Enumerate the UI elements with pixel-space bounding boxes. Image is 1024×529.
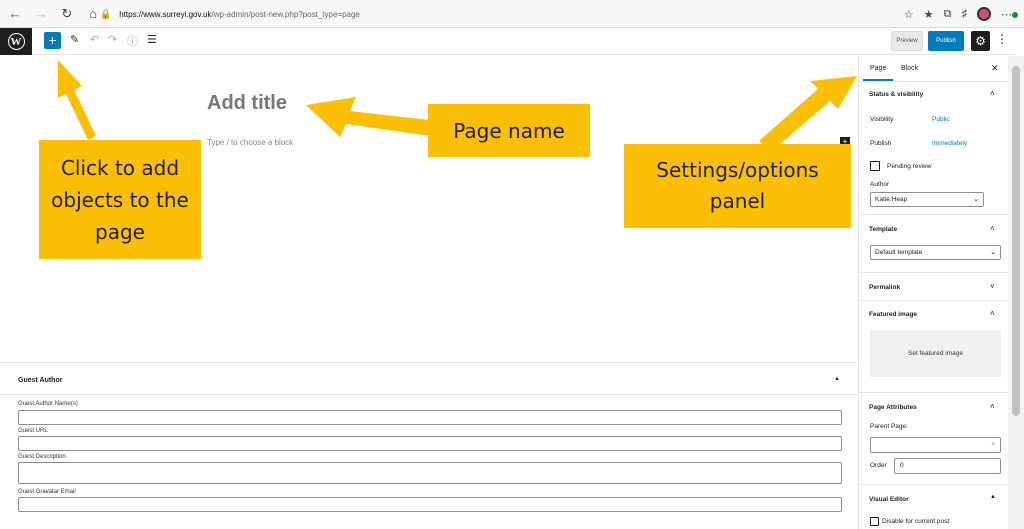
- reading-mode-icon[interactable]: ☆: [903, 8, 914, 21]
- reload-icon[interactable]: ↻: [61, 5, 73, 21]
- chevron-down-icon[interactable]: ˅: [990, 282, 995, 291]
- divider: [859, 214, 1009, 215]
- redo-icon[interactable]: ↷: [108, 34, 118, 46]
- more-menu-icon[interactable]: ⋯: [1001, 8, 1018, 21]
- metabox-header[interactable]: Guest Author ▲: [0, 363, 858, 395]
- chevron-up-icon[interactable]: ˄: [990, 89, 995, 98]
- pencil-icon[interactable]: ✎: [70, 34, 80, 46]
- featured-image-title[interactable]: Featured image: [869, 311, 918, 318]
- template-select[interactable]: Default template ⌄: [870, 245, 1001, 260]
- page-attributes-title[interactable]: Page Attributes: [869, 404, 917, 411]
- disable-visual-editor-label: Disable for current post: [882, 518, 950, 525]
- url-path: /wp-admin/post-new.php?post_type=page: [211, 9, 360, 19]
- guest-url-field[interactable]: [18, 436, 842, 451]
- guest-author-name-field[interactable]: [18, 410, 842, 425]
- publish-label: Publish: [870, 140, 892, 147]
- divider: [859, 300, 1009, 301]
- annotation-add-objects: Click to add objects to the page: [39, 140, 201, 259]
- favorites-icon[interactable]: ★: [923, 8, 934, 21]
- add-block-button[interactable]: +: [44, 32, 61, 49]
- collapse-icon[interactable]: ▲: [990, 494, 996, 500]
- pending-review-checkbox[interactable]: [870, 161, 880, 171]
- author-value: Katie.Heap: [875, 196, 908, 203]
- list-view-icon[interactable]: ☰: [147, 34, 157, 46]
- arrow-to-add-block: [58, 60, 96, 140]
- chevron-up-icon[interactable]: ˄: [990, 402, 995, 411]
- settings-gear-icon[interactable]: ⚙: [971, 31, 990, 51]
- order-input[interactable]: 0: [894, 458, 1001, 474]
- chevron-up-icon[interactable]: ˄: [990, 309, 995, 318]
- divider: [859, 484, 1009, 485]
- address-bar[interactable]: 🔒 https://www.surreyi.gov.uk/wp-admin/po…: [100, 4, 866, 24]
- editor-toolbar: W + ✎ ↶ ↷ ⓘ ☰ Preview Publish ⚙ ⋮: [0, 28, 1015, 55]
- disable-visual-editor-checkbox[interactable]: [870, 517, 879, 526]
- visibility-value[interactable]: Public: [932, 116, 950, 123]
- tab-block[interactable]: Block: [901, 65, 919, 72]
- visual-editor-title[interactable]: Visual Editor: [869, 496, 909, 503]
- chevron-down-icon: ⌄: [973, 196, 979, 203]
- url-domain: https://www.surreyi.gov.uk: [119, 9, 212, 19]
- tab-page[interactable]: Page: [862, 65, 894, 81]
- close-icon[interactable]: ✕: [991, 63, 999, 73]
- guest-description-field[interactable]: [18, 462, 842, 484]
- scrollbar-thumb[interactable]: [1012, 66, 1020, 416]
- template-value: Default template: [875, 249, 923, 256]
- home-icon[interactable]: ⌂: [89, 6, 97, 21]
- set-featured-image-button[interactable]: Set featured image: [870, 330, 1001, 377]
- undo-icon[interactable]: ↶: [90, 34, 100, 46]
- chevron-up-icon[interactable]: ˄: [990, 224, 995, 233]
- author-select[interactable]: Katie.Heap ⌄: [870, 192, 984, 207]
- parent-page-select[interactable]: ×: [870, 437, 1001, 453]
- author-label: Author: [870, 181, 890, 188]
- collections-icon[interactable]: ⧉: [943, 7, 952, 20]
- collapse-icon[interactable]: ▲: [834, 376, 840, 382]
- pending-review-label: Pending review: [887, 163, 932, 170]
- arrow-to-title: [306, 97, 430, 137]
- info-icon[interactable]: ⓘ: [127, 36, 138, 48]
- annotation-page-name: Page name: [428, 104, 590, 157]
- status-visibility-title[interactable]: Status & visibility: [869, 91, 924, 98]
- browser-toolbar: ← → ↻ ⌂ 🔒 https://www.surreyi.gov.uk/wp-…: [0, 0, 1024, 28]
- clear-icon[interactable]: ×: [991, 441, 995, 448]
- guest-description-label: Guest Description: [18, 454, 66, 460]
- scrollbar[interactable]: [1008, 56, 1024, 529]
- permalink-title[interactable]: Permalink: [869, 284, 901, 291]
- back-icon[interactable]: ←: [8, 6, 22, 21]
- browser-extension-icons: ☆ ★ ⧉ ♯ ⋯: [904, 4, 1018, 24]
- guest-gravatar-label: Guest Gravatar Email: [18, 489, 76, 495]
- template-title[interactable]: Template: [869, 226, 898, 233]
- page-title-input[interactable]: Add title: [207, 92, 287, 114]
- publish-date-value[interactable]: Immediately: [932, 140, 968, 147]
- guest-gravatar-field[interactable]: [18, 497, 842, 512]
- guest-author-name-label: Guest Author Name(s): [18, 401, 78, 407]
- chevron-down-icon: ⌄: [990, 249, 996, 256]
- publish-button[interactable]: Publish: [928, 31, 964, 51]
- lock-icon: 🔒: [100, 8, 112, 19]
- sidebar-tabs: Page Block ✕: [859, 56, 1009, 82]
- settings-sidebar: Page Block ✕ Status & visibility ˄ Visib…: [858, 56, 1009, 529]
- preview-button[interactable]: Preview: [891, 31, 923, 51]
- block-placeholder[interactable]: Type / to choose a block: [207, 138, 294, 147]
- divider: [859, 392, 1009, 393]
- wordpress-logo-icon[interactable]: W: [0, 28, 32, 55]
- guest-author-metabox: Guest Author ▲ Guest Author Name(s) Gues…: [0, 362, 858, 522]
- divider: [859, 272, 1009, 273]
- profile-avatar[interactable]: [977, 7, 991, 21]
- parent-page-label: Parent Page:: [870, 423, 908, 430]
- more-options-icon[interactable]: ⋮: [996, 32, 1008, 46]
- extension-icon[interactable]: ♯: [961, 8, 968, 20]
- order-label: Order: [870, 462, 887, 469]
- visibility-label: Visibility: [870, 116, 894, 123]
- metabox-title: Guest Author: [18, 377, 63, 384]
- forward-icon[interactable]: →: [34, 6, 48, 21]
- annotation-settings-panel: Settings/options panel: [624, 144, 851, 228]
- guest-url-label: Guest URL: [18, 428, 48, 434]
